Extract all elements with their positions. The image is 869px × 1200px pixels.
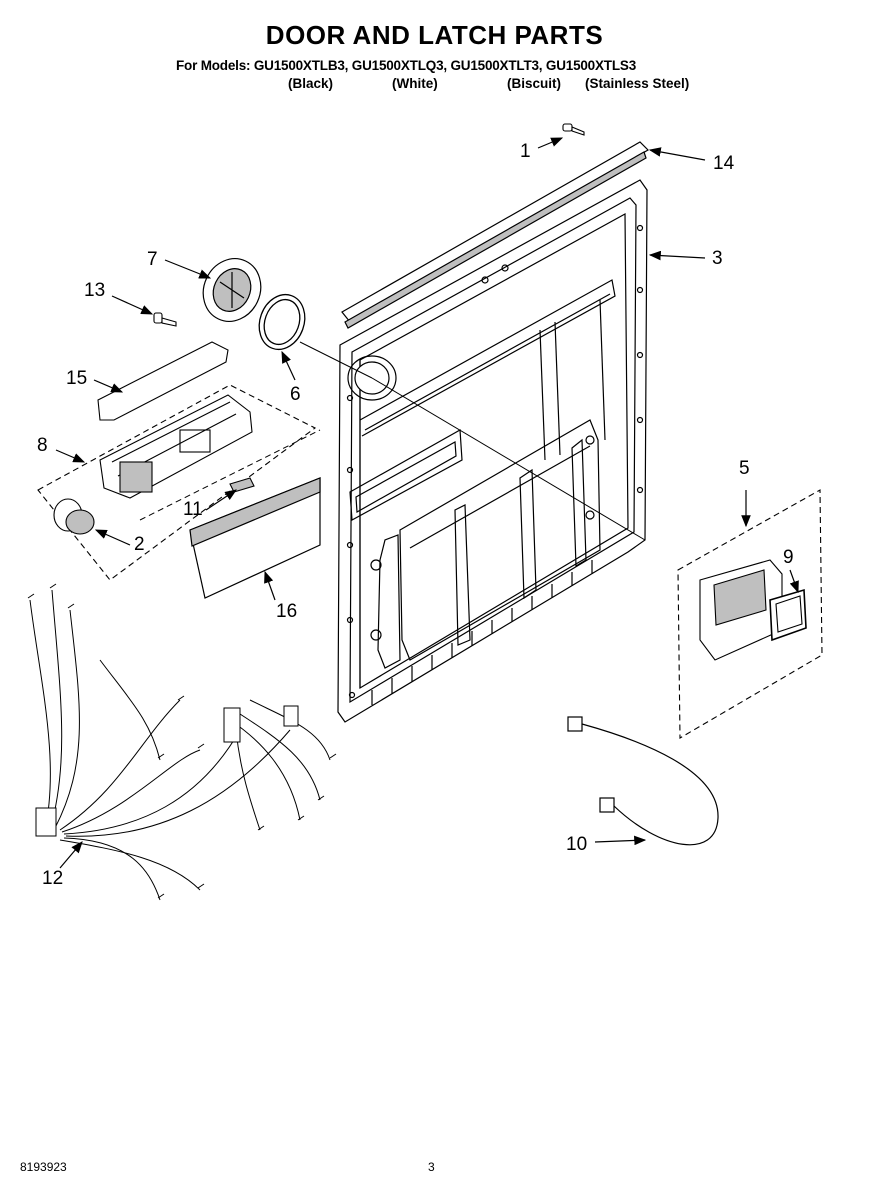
callout-2: 2 <box>134 534 145 555</box>
callout-14: 14 <box>713 153 735 174</box>
leader-lines <box>55 137 799 869</box>
finish-label-black: (Black) <box>288 76 334 91</box>
cable-assembly <box>567 716 719 846</box>
doc-number: 8193923 <box>20 1160 67 1174</box>
finish-label-biscuit: (Biscuit) <box>507 76 561 91</box>
callout-3: 3 <box>712 248 723 269</box>
callout-11: 11 <box>183 499 203 520</box>
finish-label-stainless: (Stainless Steel) <box>585 76 690 91</box>
vent-module <box>677 489 823 739</box>
latch-assembly <box>37 341 317 581</box>
gasket-ring <box>258 293 306 351</box>
page-title: DOOR AND LATCH PARTS <box>265 20 604 50</box>
callout-5: 5 <box>739 458 750 479</box>
callout-7: 7 <box>147 249 158 270</box>
screw-top <box>562 123 585 136</box>
finish-label-white: (White) <box>392 76 438 91</box>
inner-door-panel <box>337 179 648 723</box>
wire-harness <box>27 583 337 901</box>
models-line: For Models: GU1500XTLB3, GU1500XTLQ3, GU… <box>176 58 637 73</box>
dispenser-cap <box>202 258 262 322</box>
callout-8: 8 <box>37 435 48 456</box>
callout-15: 15 <box>66 368 87 389</box>
screw-latch <box>153 312 177 327</box>
callout-16: 16 <box>276 601 297 622</box>
guide-lines <box>139 341 646 541</box>
callout-12: 12 <box>42 868 63 889</box>
callout-9: 9 <box>783 547 794 568</box>
callout-6: 6 <box>290 384 301 405</box>
callout-1: 1 <box>520 141 531 162</box>
page-number: 3 <box>428 1160 435 1174</box>
door-insulation <box>189 477 321 599</box>
callout-10: 10 <box>566 834 587 855</box>
vent-strip <box>341 141 649 329</box>
callout-13: 13 <box>84 280 105 301</box>
